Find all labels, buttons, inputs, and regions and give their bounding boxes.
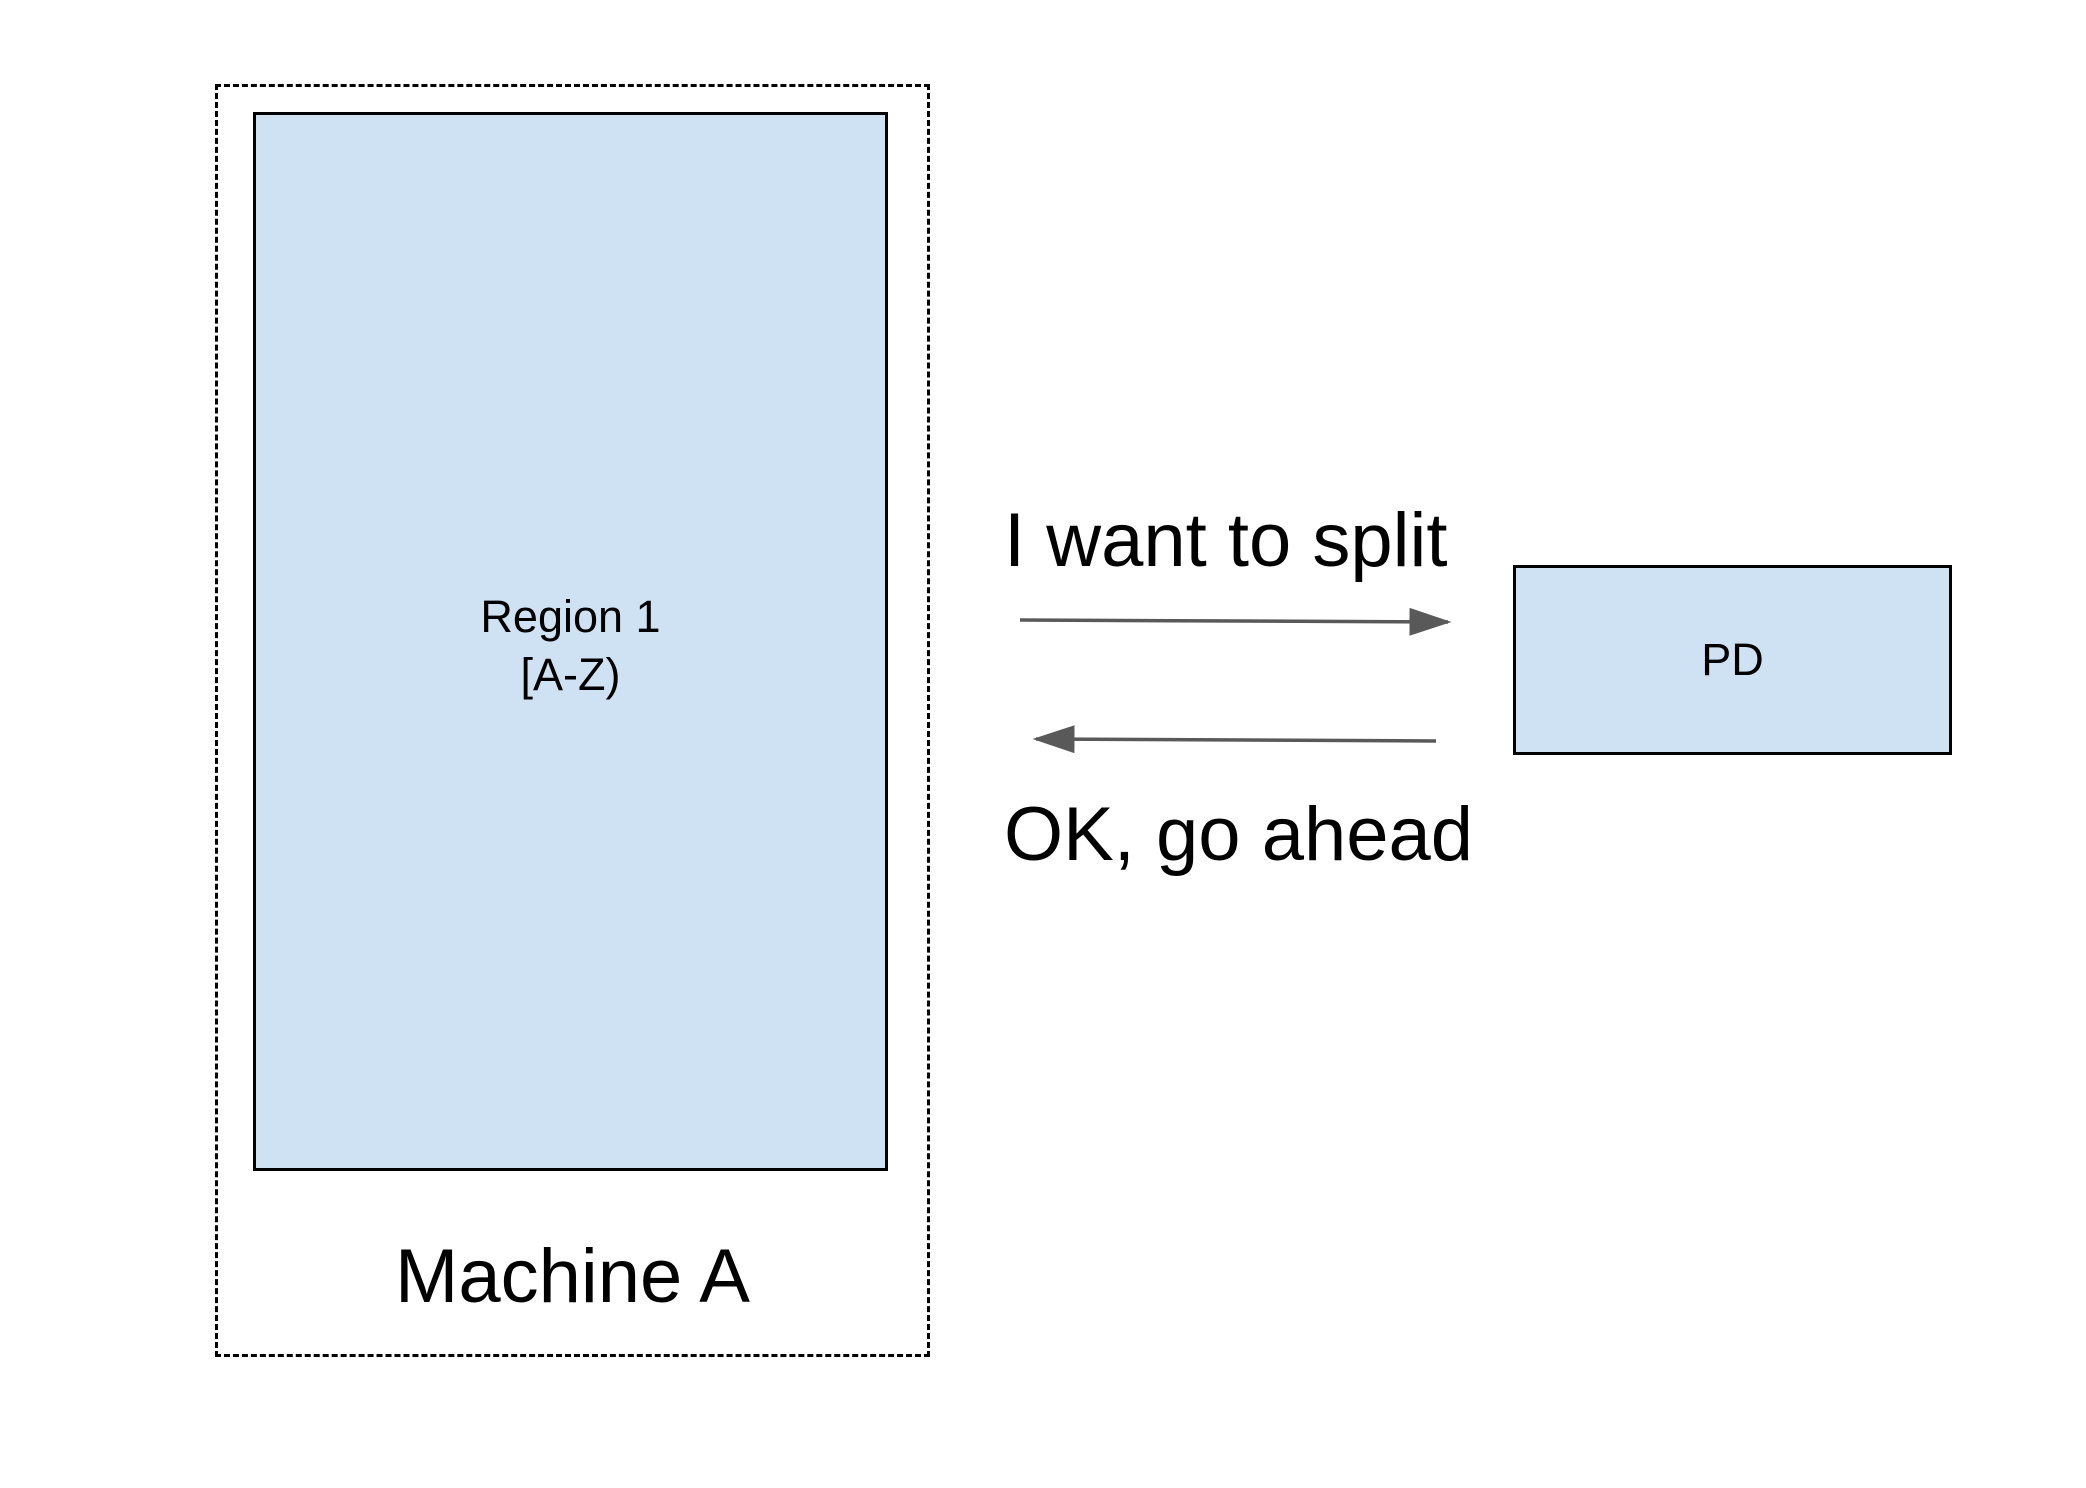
pd-box: PD xyxy=(1513,565,1952,755)
response-message: OK, go ahead xyxy=(1004,792,1474,877)
region-label: Region 1 [A-Z) xyxy=(253,588,888,704)
region-1-box xyxy=(253,112,888,1171)
machine-a-boundary xyxy=(215,84,930,1357)
region-name: Region 1 xyxy=(480,591,661,642)
region-range: [A-Z) xyxy=(520,649,621,700)
response-arrow xyxy=(1032,725,1437,754)
machine-label: Machine A xyxy=(395,1234,750,1319)
request-message: I want to split xyxy=(1004,498,1448,583)
request-arrow xyxy=(1019,607,1452,636)
pd-label: PD xyxy=(1701,634,1764,685)
